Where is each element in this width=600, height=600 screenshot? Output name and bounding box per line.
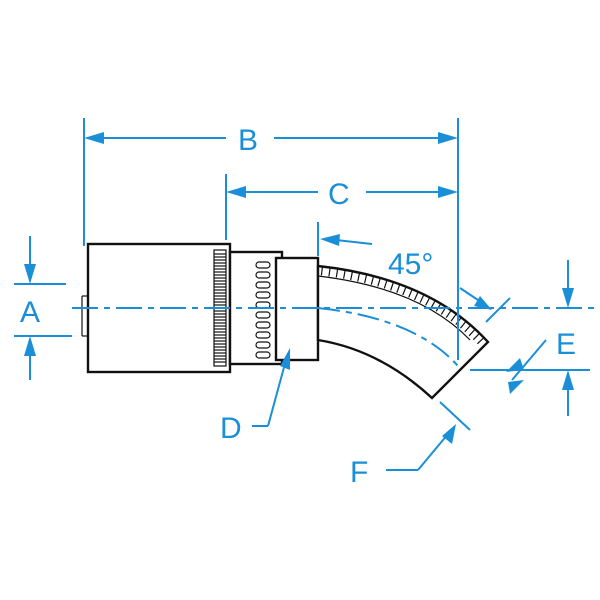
dimension-a: A xyxy=(14,236,72,380)
dimension-angle: 45° xyxy=(317,222,511,323)
hex-slot xyxy=(255,291,271,299)
hex-slot xyxy=(255,271,271,279)
label-angle: 45° xyxy=(388,248,433,281)
dimension-d: D xyxy=(220,348,290,445)
label-d: D xyxy=(220,412,242,445)
dimension-f: F xyxy=(350,401,471,489)
hex-slot xyxy=(255,341,271,349)
label-c: C xyxy=(328,178,350,211)
bent-tube xyxy=(316,264,490,400)
label-b: B xyxy=(238,124,258,157)
hex-slot xyxy=(255,351,271,359)
hex-slot xyxy=(255,261,271,269)
hex-slot xyxy=(255,321,271,329)
label-f: F xyxy=(350,456,368,489)
tube-outline xyxy=(316,264,490,400)
label-a: A xyxy=(20,296,40,329)
label-e: E xyxy=(556,328,576,361)
bend-centerline xyxy=(317,307,459,367)
dimension-c: C xyxy=(225,174,458,240)
dimension-e: E xyxy=(470,260,590,416)
hex-slot xyxy=(255,311,271,319)
centerlines xyxy=(72,307,600,367)
hex-slots xyxy=(255,261,271,359)
dimension-b: B xyxy=(83,118,459,360)
hex-slot xyxy=(255,281,271,289)
hex-slot xyxy=(255,331,271,339)
